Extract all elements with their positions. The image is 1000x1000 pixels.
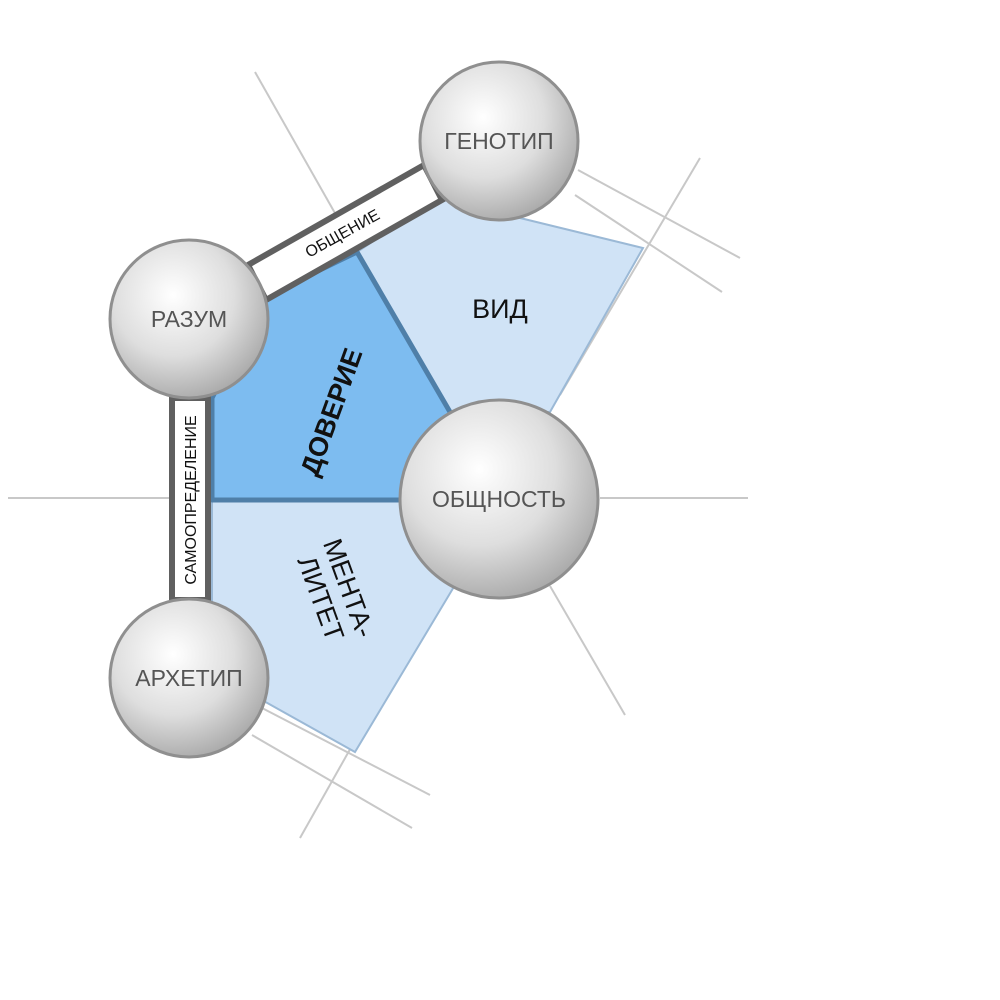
node-mind-label: РАЗУМ bbox=[151, 306, 227, 332]
region-species-label: ВИД bbox=[472, 294, 528, 324]
guide-line-archetype-a bbox=[261, 707, 431, 796]
guide-line-upper-left bbox=[254, 71, 341, 223]
node-community-label: ОБЩНОСТЬ bbox=[432, 486, 566, 512]
node-mind: РАЗУМ bbox=[108, 238, 270, 400]
node-genotype-label: ГЕНОТИП bbox=[444, 128, 553, 154]
node-archetype-label: АРХЕТИП bbox=[135, 665, 242, 691]
guide-line-genotype-b bbox=[574, 194, 723, 293]
node-archetype-sphere bbox=[108, 597, 270, 759]
node-archetype: АРХЕТИП bbox=[108, 597, 270, 759]
guide-line-archetype-b bbox=[251, 734, 413, 829]
link-self-determination-label: САМООПРЕДЕЛЕНИЕ bbox=[183, 415, 200, 584]
node-community: ОБЩНОСТЬ bbox=[398, 398, 600, 600]
guide-line-lower-right bbox=[549, 585, 626, 716]
guide-line-genotype-a bbox=[577, 169, 741, 259]
node-genotype-sphere bbox=[418, 60, 580, 222]
guide-line-upper-right bbox=[559, 157, 701, 396]
link-self-determination: САМООПРЕДЕЛЕНИЕ bbox=[169, 395, 211, 603]
node-community-sphere bbox=[398, 398, 600, 600]
node-mind-sphere bbox=[108, 238, 270, 400]
node-genotype: ГЕНОТИП bbox=[418, 60, 580, 222]
